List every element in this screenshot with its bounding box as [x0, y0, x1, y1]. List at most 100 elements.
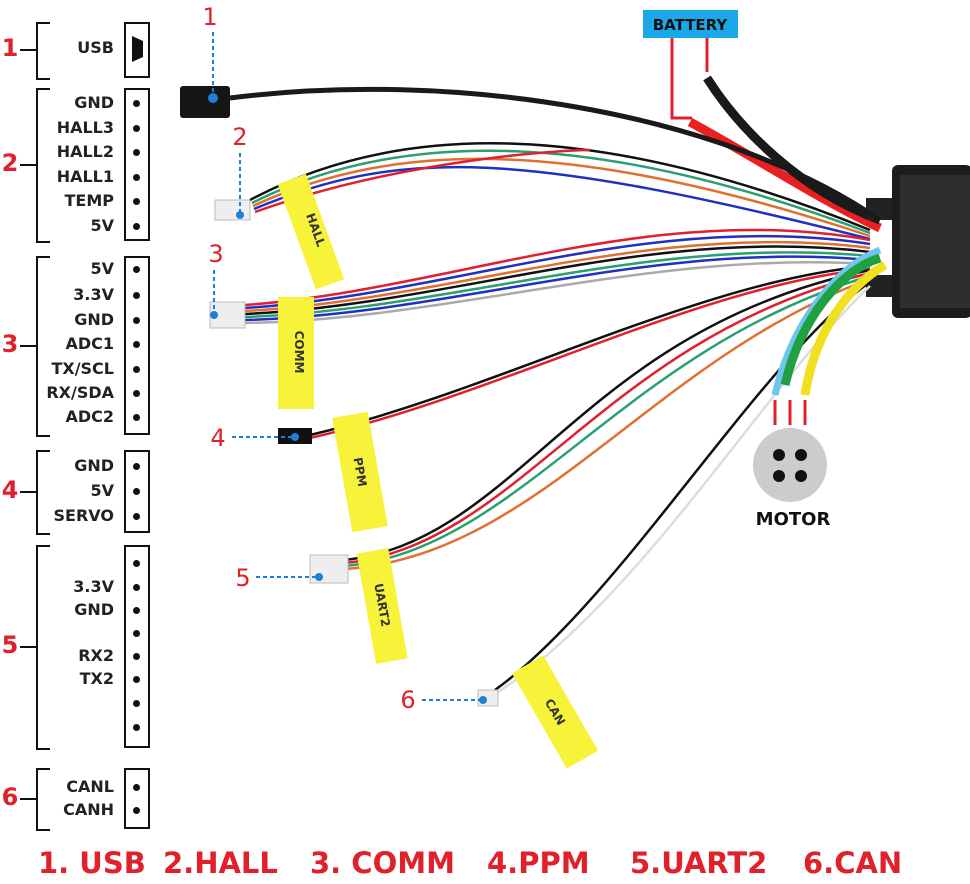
tag-ppm: PPM — [332, 411, 388, 533]
connector-header-icon — [124, 450, 150, 533]
pin-label: GND — [74, 456, 114, 475]
pin-dot — [133, 100, 140, 107]
svg-text:5: 5 — [235, 564, 250, 592]
pin-dot — [133, 724, 140, 731]
pin-dot — [133, 784, 140, 791]
pin-dot — [133, 125, 140, 132]
tag-uart2: UART2 — [356, 548, 408, 664]
bracket — [36, 545, 50, 750]
pin-label: 3.3V — [73, 577, 114, 596]
battery-black-wire — [703, 75, 882, 225]
usb-port-icon — [124, 22, 150, 78]
battery-red-wire — [687, 118, 882, 233]
pin-dot — [133, 807, 140, 814]
pin-label: SERVO — [53, 506, 114, 525]
pin-label: TEMP — [64, 191, 115, 210]
pin-dot — [133, 488, 140, 495]
pin-dot — [133, 513, 140, 520]
pin-dot — [133, 317, 140, 324]
pin-dot — [133, 630, 140, 637]
svg-text:COMM: COMM — [292, 331, 306, 374]
uart2-wires — [344, 268, 871, 571]
battery-label-box — [643, 10, 738, 38]
pin-dot — [133, 390, 140, 397]
usb-cable — [229, 86, 882, 223]
callout-2: 2 — [232, 123, 248, 219]
pin-label: CANH — [63, 800, 114, 819]
callout-6: 6 — [400, 686, 487, 714]
legend-item: 5.UART2 — [630, 846, 768, 880]
group-number: 5 — [1, 630, 19, 659]
pin-dot — [133, 223, 140, 230]
pin-label: TX/SCL — [51, 359, 114, 378]
can-wire — [494, 280, 871, 692]
comm-wires — [244, 228, 871, 325]
pin-label: HALL3 — [56, 118, 114, 137]
group-number: 3 — [1, 329, 19, 358]
pin-dot — [133, 676, 140, 683]
controller-face — [900, 175, 970, 308]
hall-wires — [249, 142, 871, 241]
pin-dot — [133, 174, 140, 181]
pin-dot — [133, 607, 140, 614]
group-number: 4 — [1, 475, 19, 504]
motor-phase-yellow — [800, 261, 888, 396]
pin-dot — [133, 341, 140, 348]
svg-text:1: 1 — [202, 3, 217, 31]
battery-lead-red — [670, 38, 692, 120]
svg-text:3: 3 — [208, 240, 223, 268]
pin-label: GND — [74, 310, 114, 329]
ppm-wire — [309, 264, 871, 437]
pin-dot — [133, 366, 140, 373]
pin-dot — [133, 584, 140, 591]
motor-label: MOTOR — [756, 509, 831, 530]
bracket-tick — [20, 344, 36, 347]
pin-dot — [133, 653, 140, 660]
pin-dot — [133, 266, 140, 273]
pin-label: ADC2 — [65, 407, 114, 426]
connector-header-icon — [124, 768, 150, 829]
connector-header-icon — [124, 88, 150, 241]
callout-4: 4 — [210, 424, 299, 452]
tag-can: CAN — [511, 655, 599, 769]
pin-label: GND — [74, 600, 114, 619]
legend-item: 3. COMM — [310, 846, 455, 880]
bracket — [36, 22, 50, 80]
bracket-tick — [20, 163, 36, 166]
pin-label: 3.3V — [73, 285, 114, 304]
bracket — [36, 450, 50, 535]
svg-text:2: 2 — [232, 123, 247, 151]
legend-item: 4.PPM — [487, 846, 590, 880]
svg-text:PPM: PPM — [351, 456, 370, 488]
pin-label: 5V — [90, 481, 114, 500]
motor-icon — [753, 428, 827, 502]
svg-text:4: 4 — [210, 424, 225, 452]
connector-header-icon — [124, 545, 150, 748]
pin-label: HALL2 — [56, 142, 114, 161]
pin-dot — [133, 149, 140, 156]
motor-phase-green — [780, 253, 882, 387]
legend-item: 6.CAN — [803, 846, 903, 880]
motor-phase-blue — [771, 246, 882, 396]
bracket-tick — [20, 645, 36, 648]
bracket — [36, 88, 50, 243]
legend-item: 1. USB — [38, 846, 146, 880]
pin-label: TX2 — [79, 669, 114, 688]
pin-label: CANL — [66, 777, 114, 796]
connector-header-icon — [124, 256, 150, 435]
bracket-tick — [20, 490, 36, 493]
pin-dot — [133, 700, 140, 707]
group-number: 1 — [1, 34, 19, 62]
bracket-tick — [20, 797, 36, 800]
motor-leads — [773, 400, 807, 425]
ppm-wire — [309, 267, 871, 440]
pin-dot — [133, 292, 140, 299]
group-number: 2 — [1, 148, 19, 177]
tag-hall: HALL — [277, 173, 345, 290]
pin-dot — [133, 198, 140, 205]
pin-label: RX/SDA — [46, 383, 114, 402]
pin-label: 5V — [90, 216, 114, 235]
tag-comm: COMM — [278, 297, 314, 409]
bracket — [36, 768, 50, 831]
